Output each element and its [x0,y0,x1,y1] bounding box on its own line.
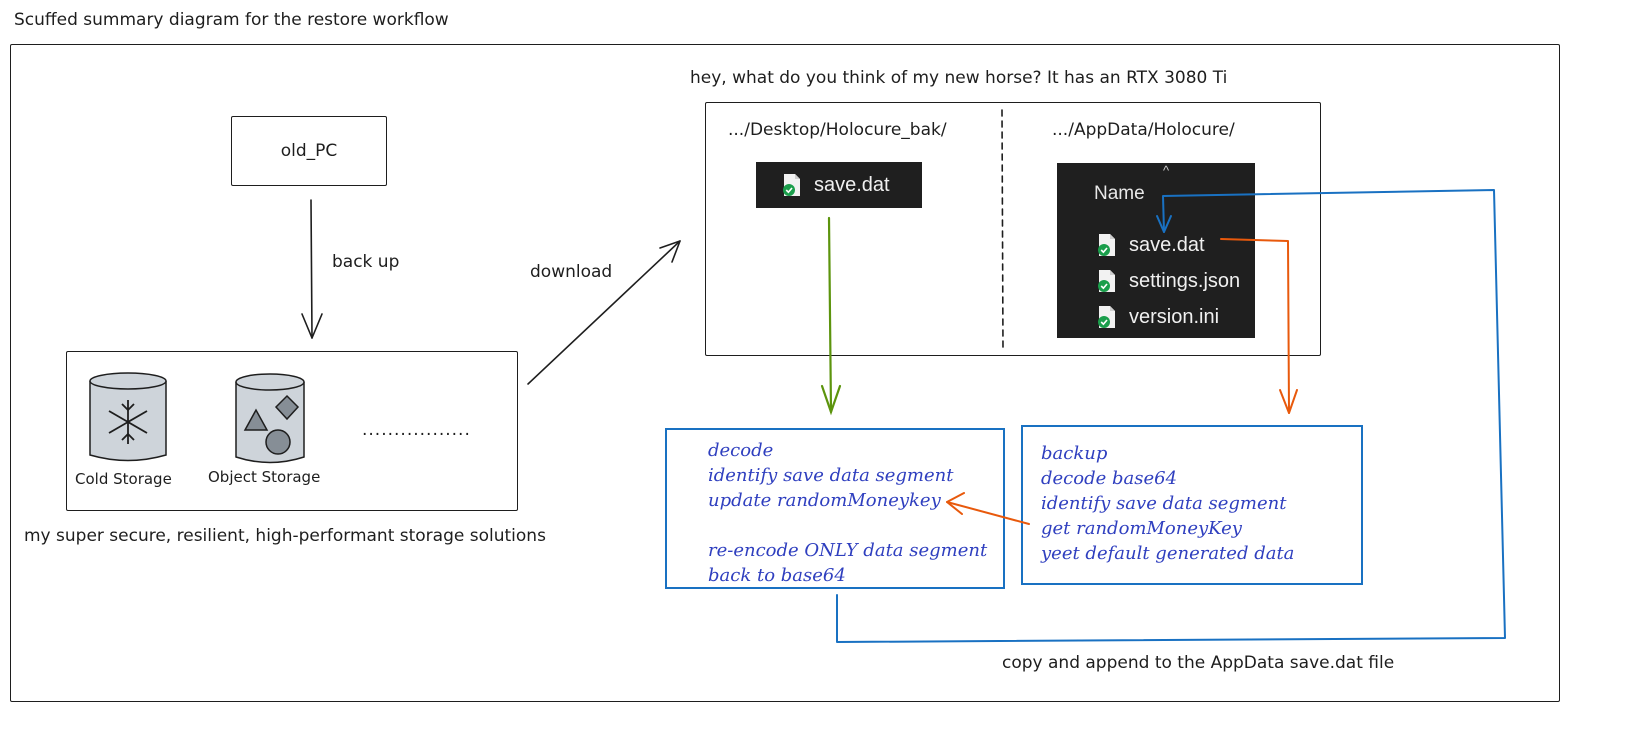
sort-ascending-icon: ^ [1163,163,1170,178]
desktop-path-label: .../Desktop/Holocure_bak/ [728,120,947,140]
file-row-settings-json[interactable]: settings.json [1097,263,1240,299]
left-steps-box: decode identify save data segment update… [665,428,1005,589]
object-storage-icon [235,373,305,464]
storage-caption: my super secure, resilient, high-perform… [24,526,546,546]
file-sync-icon [1097,305,1117,329]
name-column-header[interactable]: Name [1094,183,1145,204]
back-up-arrow [310,199,313,339]
file-sync-icon [782,173,802,197]
right-steps-box: backup decode base64 identify save data … [1021,425,1363,585]
left-step-line: re-encode ONLY data segment [708,540,988,561]
back-up-arrowhead [301,313,323,339]
backup-arrow [1220,238,1298,414]
right-step-line: decode base64 [1041,468,1178,489]
storage-ellipsis: ................. [362,420,471,440]
download-arrow [527,240,681,385]
file-sync-icon [1097,233,1117,257]
desktop-save-file-name: save.dat [814,173,890,196]
left-step-line: update randomMoneykey [708,490,941,511]
appdata-explorer: ^ Name save.dat settings.json version.in… [1057,163,1255,338]
new-pc-node [705,102,1321,356]
money-key-arrow [946,492,1030,525]
appdata-file-list: save.dat settings.json version.ini [1097,227,1240,335]
old-pc-node: old_PC [231,116,387,186]
right-step-line: identify save data segment [1041,493,1287,514]
left-step-line: decode [708,440,774,461]
storage-node [66,351,518,511]
file-sync-icon [1097,269,1117,293]
appdata-path-label: .../AppData/Holocure/ [1052,120,1235,140]
file-name: save.dat [1129,233,1205,256]
diagram-title: Scuffed summary diagram for the restore … [14,10,449,30]
file-name: version.ini [1129,305,1220,328]
right-step-line: backup [1041,443,1108,464]
new-pc-caption: hey, what do you think of my new horse? … [690,68,1228,88]
decode-arrow [820,216,842,416]
download-label: download [530,262,613,282]
desktop-save-file[interactable]: save.dat [756,162,922,208]
file-row-save-dat[interactable]: save.dat [1097,227,1240,263]
pc-divider [1001,109,1004,351]
outer-frame [10,44,1560,702]
object-storage-label: Object Storage [208,468,321,486]
left-step-line: back to base64 [708,565,846,586]
back-up-label: back up [332,252,400,272]
copy-append-arrow [836,189,1506,643]
right-step-line: get randomMoneyKey [1041,518,1242,539]
file-name: settings.json [1129,269,1241,292]
file-row-version-ini[interactable]: version.ini [1097,299,1240,335]
right-step-line: yeet default generated data [1041,543,1295,564]
download-arrowhead [659,240,681,263]
old-pc-label: old_PC [280,141,338,161]
left-step-line: identify save data segment [708,465,954,486]
cold-storage-label: Cold Storage [75,470,172,488]
copy-append-label: copy and append to the AppData save.dat … [1002,653,1395,673]
snowflake-icon [89,372,167,462]
